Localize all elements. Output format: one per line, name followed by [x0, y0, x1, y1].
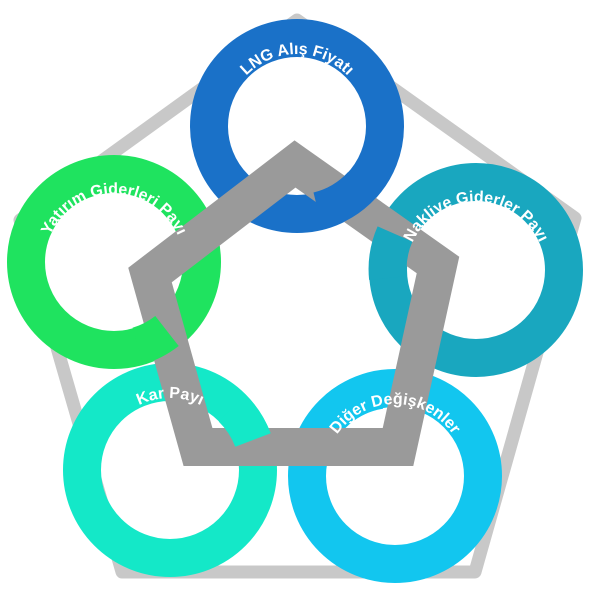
ring-yatirim-overlap: [131, 315, 179, 365]
ring-lng: [190, 19, 404, 233]
inner-pentagon-chain: [128, 140, 460, 466]
ring-diger-overlap: [325, 371, 384, 425]
ring-yatirim: [7, 155, 221, 369]
ring-nakliye-overlap: [368, 226, 413, 280]
ring-label-kar: Kar Payı: [134, 385, 206, 409]
ring-lng-overlap: [312, 171, 376, 230]
ring-kar-overlap: [218, 394, 271, 448]
